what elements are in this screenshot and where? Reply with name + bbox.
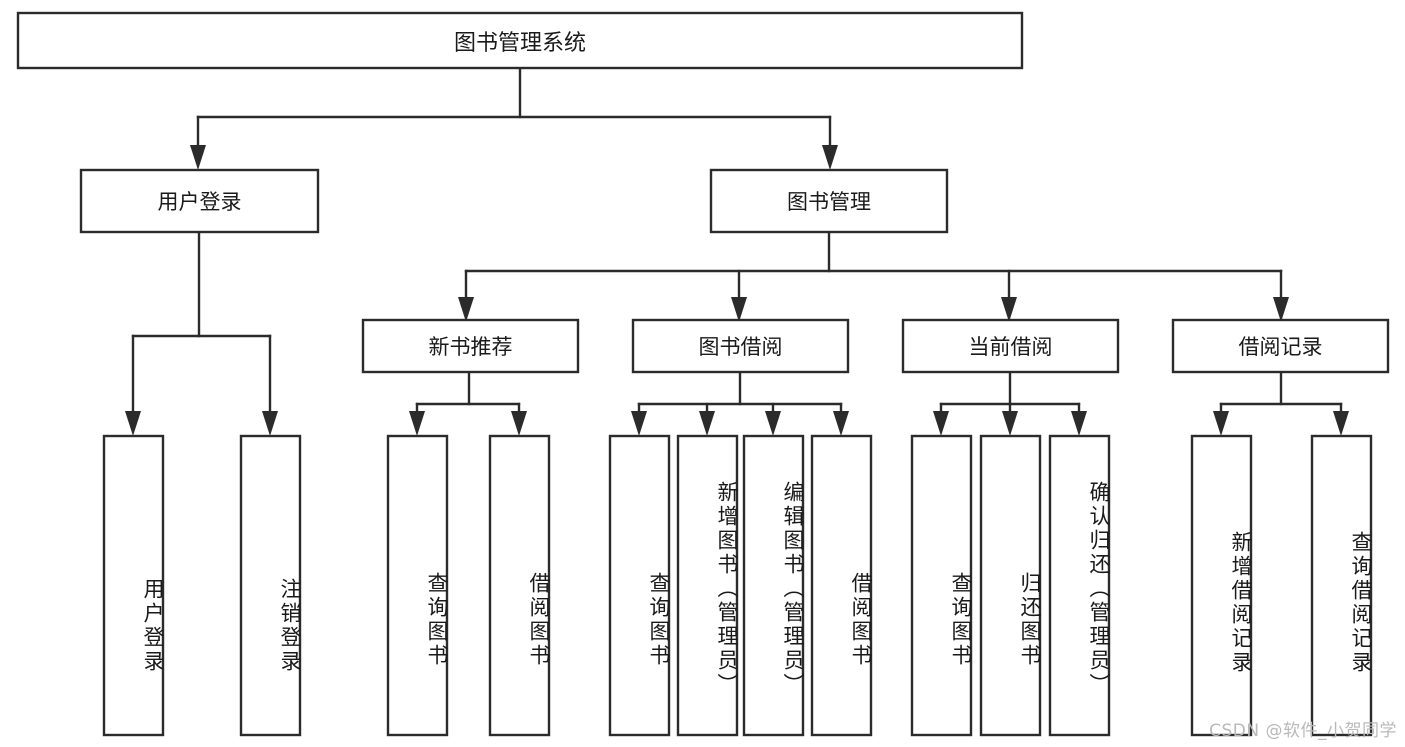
- arrow-user-login-leaf-1: [125, 411, 141, 436]
- connector-group-user-login: [125, 230, 278, 436]
- connector-group-current-borrow: [933, 370, 1087, 436]
- node-current-borrow[interactable]: [901, 318, 1120, 374]
- node-user-login[interactable]: [79, 168, 320, 234]
- connector-group-book-mgmt: [458, 230, 1289, 322]
- arrow-user-login-leaf-2: [262, 411, 278, 436]
- node-leaf-current-2[interactable]: [979, 434, 1042, 737]
- node-new-book-recommend[interactable]: [361, 318, 580, 374]
- node-leaf-user-login-2[interactable]: [239, 434, 302, 737]
- connector-group-new-book: [409, 370, 527, 436]
- arrow-book-mgmt-to-record: [1273, 297, 1289, 322]
- arrow-current-leaf-1: [933, 411, 949, 436]
- node-leaf-borrow-2[interactable]: [676, 434, 739, 737]
- node-leaf-current-3[interactable]: [1048, 434, 1111, 737]
- arrow-record-leaf-2: [1333, 411, 1349, 436]
- node-book-borrow[interactable]: [631, 318, 850, 374]
- node-leaf-borrow-1[interactable]: [608, 434, 671, 737]
- arrow-current-leaf-2: [1002, 411, 1018, 436]
- csdn-watermark: CSDN @软件_小贺同学: [1209, 721, 1397, 741]
- arrow-borrow-leaf-1: [631, 411, 647, 436]
- node-leaf-borrow-4[interactable]: [810, 434, 873, 737]
- arrow-borrow-leaf-3: [765, 411, 781, 436]
- node-book-management[interactable]: [709, 168, 949, 234]
- arrow-new-book-leaf-1: [409, 411, 425, 436]
- node-leaf-user-login-1[interactable]: [102, 434, 165, 737]
- arrow-book-mgmt-to-borrow: [731, 297, 747, 322]
- node-borrow-record[interactable]: [1171, 318, 1390, 374]
- arrow-root-to-user-login: [190, 145, 206, 170]
- arrow-book-mgmt-to-current: [1001, 297, 1017, 322]
- node-root-book-management-system[interactable]: [16, 11, 1024, 70]
- node-leaf-current-1[interactable]: [910, 434, 973, 737]
- node-leaf-borrow-3[interactable]: [742, 434, 805, 737]
- node-leaf-new-book-2[interactable]: [488, 434, 551, 737]
- node-leaf-record-2[interactable]: [1310, 434, 1373, 737]
- connector-group-borrow: [631, 370, 849, 436]
- arrow-borrow-leaf-4: [833, 411, 849, 436]
- node-leaf-new-book-1[interactable]: [386, 434, 449, 737]
- arrow-book-mgmt-to-new-book: [458, 297, 474, 322]
- arrow-borrow-leaf-2: [699, 411, 715, 436]
- arrow-current-leaf-3: [1071, 411, 1087, 436]
- connector-group-root: [190, 66, 838, 170]
- node-leaf-record-1[interactable]: [1190, 434, 1253, 737]
- arrow-record-leaf-1: [1213, 411, 1229, 436]
- arrow-root-to-book-mgmt: [822, 145, 838, 170]
- connector-group-record: [1213, 370, 1349, 436]
- arrow-new-book-leaf-2: [511, 411, 527, 436]
